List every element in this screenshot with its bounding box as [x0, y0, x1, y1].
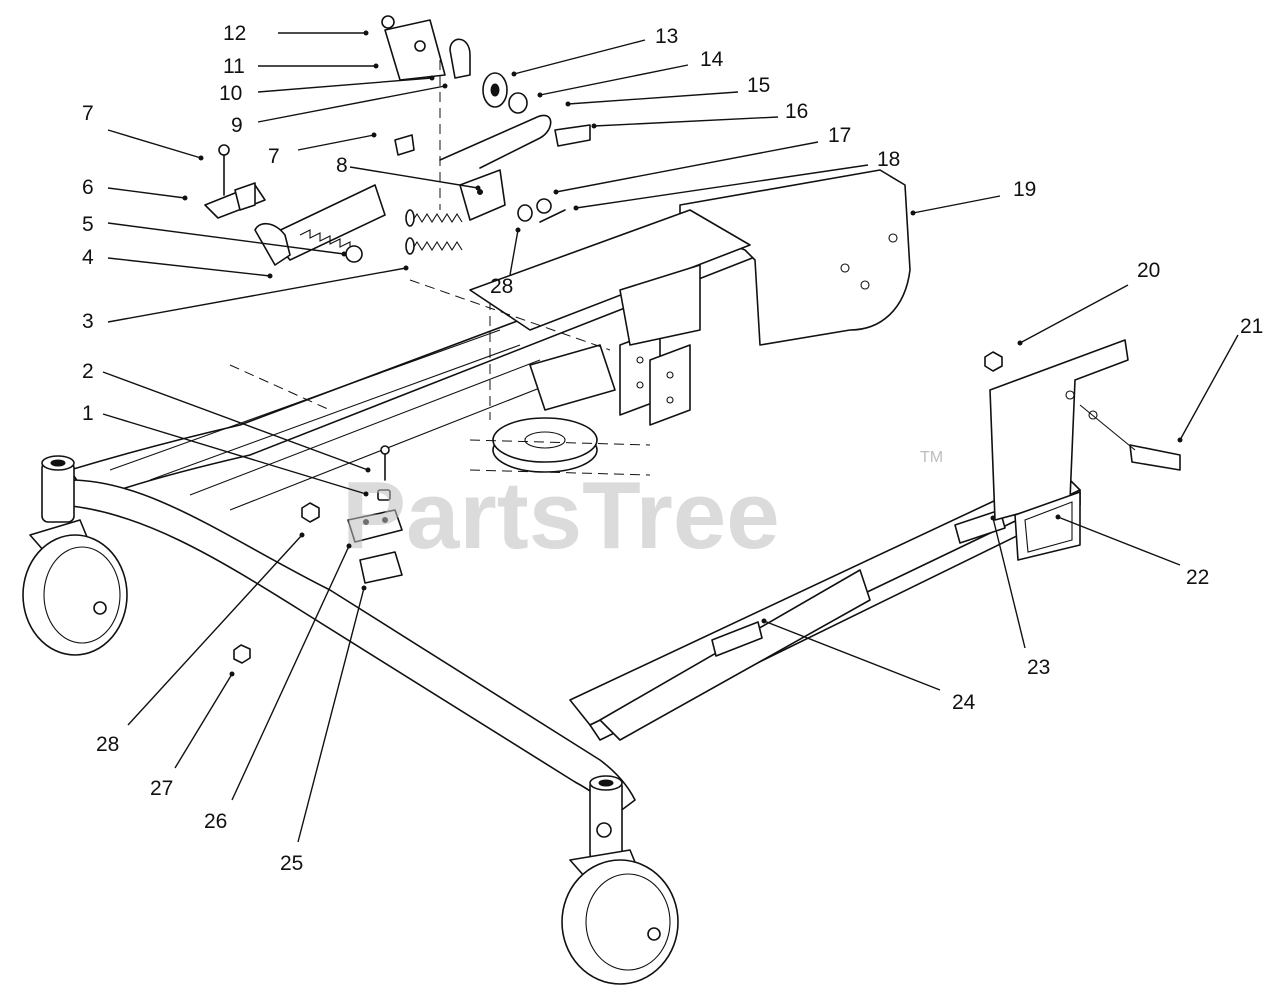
pulley-assembly — [469, 300, 651, 476]
watermark-trademark: TM — [920, 449, 943, 466]
callout-7-bolt: 7 — [82, 102, 94, 125]
callout-9: 9 — [231, 114, 243, 137]
callout-24: 24 — [952, 691, 976, 714]
callout-25: 25 — [280, 852, 303, 875]
callout-19: 19 — [1013, 178, 1036, 201]
small-hardware — [233, 351, 1181, 664]
height-adjust-linkage — [204, 15, 611, 411]
callout-17: 17 — [828, 124, 851, 147]
callout-16: 16 — [785, 100, 808, 123]
callout-10: 10 — [219, 82, 242, 105]
watermark: PartsTree TM — [342, 449, 943, 569]
callout-1: 1 — [82, 402, 94, 425]
callout-26: 26 — [204, 810, 227, 833]
callout-7-lever: 7 — [268, 145, 280, 168]
callout-2: 2 — [82, 360, 94, 383]
frame-assembly — [22, 229, 1129, 985]
callout-3: 3 — [82, 310, 94, 333]
callout-28-lower: 28 — [96, 733, 119, 756]
rear-shroud — [469, 169, 911, 346]
callout-11: 11 — [223, 55, 245, 78]
callout-22: 22 — [1186, 566, 1209, 589]
callout-20: 20 — [1137, 259, 1160, 282]
callout-leaders — [102, 30, 1239, 843]
callout-4: 4 — [82, 246, 94, 269]
callout-5: 5 — [82, 213, 94, 236]
callout-15: 15 — [747, 74, 770, 97]
callout-labels: 12 11 10 9 13 14 15 16 17 18 19 7 7 8 6 … — [82, 22, 1263, 875]
callout-28-upper: 28 — [490, 275, 513, 298]
callout-21: 21 — [1240, 315, 1263, 338]
callout-12: 12 — [223, 22, 246, 45]
callout-27: 27 — [150, 777, 173, 800]
callout-8: 8 — [336, 154, 348, 177]
callout-6: 6 — [82, 176, 94, 199]
callout-13: 13 — [655, 25, 678, 48]
watermark-text: PartsTree — [342, 462, 780, 569]
callout-23: 23 — [1027, 656, 1050, 679]
callout-14: 14 — [700, 48, 724, 71]
callout-18: 18 — [877, 148, 900, 171]
